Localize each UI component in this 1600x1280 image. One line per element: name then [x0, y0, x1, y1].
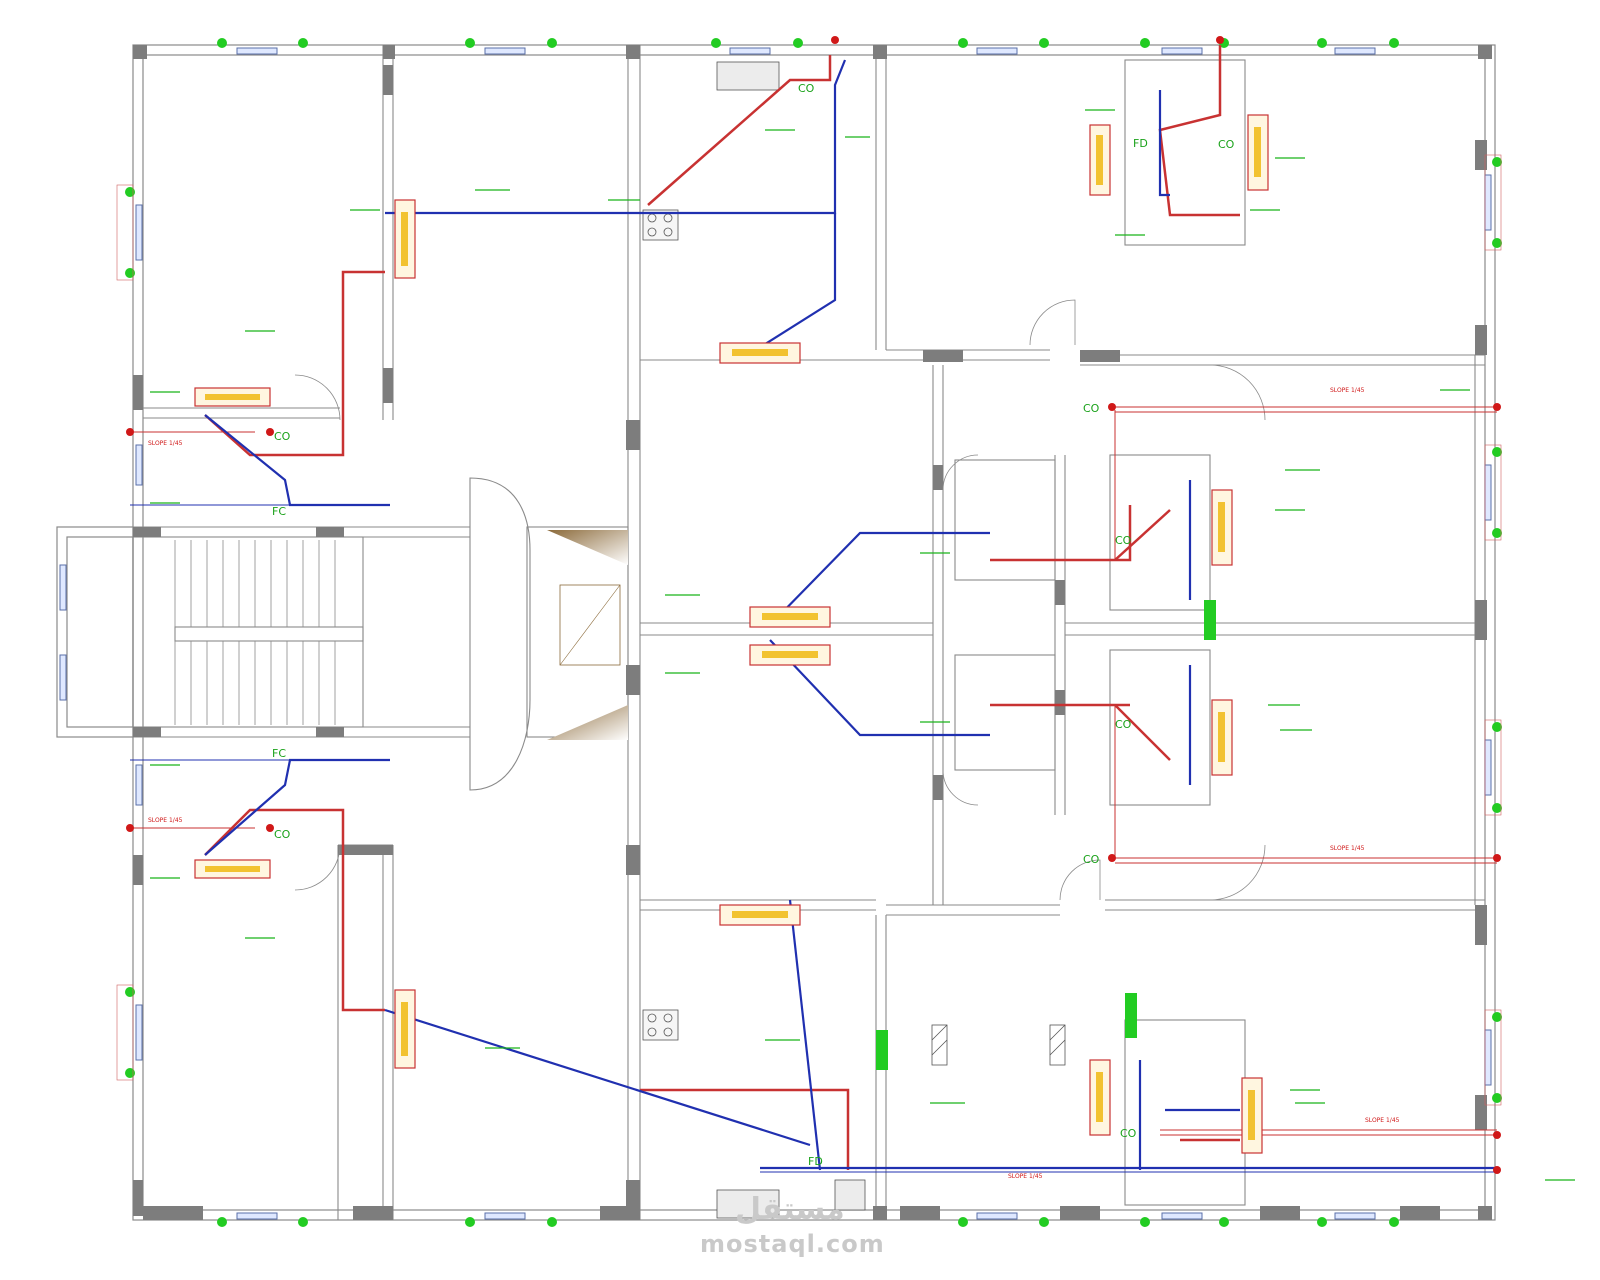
window-icon [59, 47, 1492, 1220]
ac-coil-fill [205, 127, 1261, 1140]
cleanout-label: CO [1218, 138, 1235, 151]
slope-label: SLOPE 1/45 [148, 440, 183, 447]
annotations: CO CO CO CO CO CO CO CO CO FD FD FC FC S… [148, 82, 1400, 1180]
stair-treads [174, 540, 336, 725]
cleanout-label: CO [1083, 402, 1100, 415]
cleanout-label: CO [798, 82, 815, 95]
slope-label: SLOPE 1/45 [1330, 387, 1365, 394]
fan-coil-label: FC [272, 747, 286, 760]
interior-walls [132, 45, 1485, 1220]
cleanout-icon [126, 36, 1501, 1174]
watermark-brand: مستقل [735, 1192, 845, 1227]
vertical-shafts [876, 600, 1216, 1070]
annotation-marks [150, 109, 1575, 1181]
elevator-shaft [547, 530, 628, 740]
floor-drain-label: FD [1133, 137, 1148, 150]
supply-pipes [204, 59, 1497, 1171]
window-sill-lines [116, 154, 1502, 1106]
drain-pipes-thin [130, 406, 1497, 1136]
cleanout-label: CO [1115, 718, 1132, 731]
cleanout-label: CO [1083, 853, 1100, 866]
cleanout-label: CO [274, 828, 291, 841]
structural-columns [133, 45, 1492, 1220]
slope-label: SLOPE 1/45 [148, 817, 183, 824]
split-ac-unit-icon [194, 114, 1269, 1154]
sink-icon [716, 61, 866, 1219]
window-markers [125, 38, 1502, 1227]
supply-pipes-thin [130, 504, 1497, 1173]
outer-walls [56, 44, 1496, 1221]
watermark-site: mostaql.com [700, 1230, 885, 1258]
floor-drain-label: FD [808, 1155, 823, 1168]
hatched-fixtures [931, 1024, 1066, 1066]
stove-icon [642, 209, 679, 1041]
slope-label: SLOPE 1/45 [1008, 1173, 1043, 1180]
cleanout-label: CO [1115, 534, 1132, 547]
cleanout-label: CO [274, 430, 291, 443]
slope-label: SLOPE 1/45 [1330, 845, 1365, 852]
door-swings [294, 299, 1266, 901]
cleanout-label: CO [1120, 1127, 1137, 1140]
slope-label: SLOPE 1/45 [1365, 1117, 1400, 1124]
fan-coil-label: FC [272, 505, 286, 518]
